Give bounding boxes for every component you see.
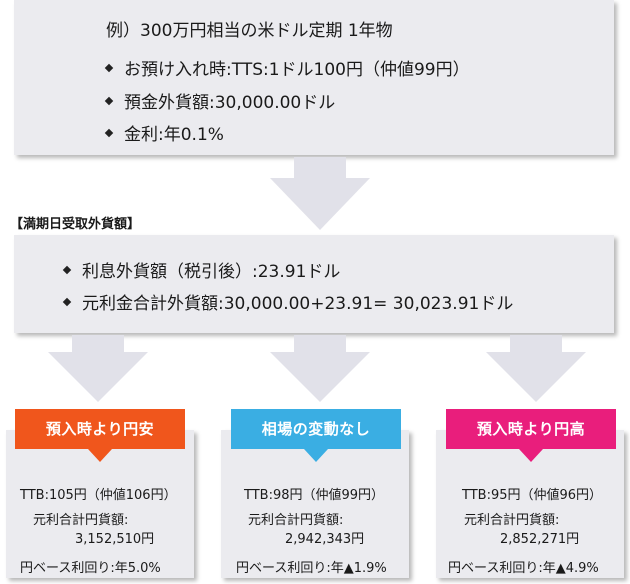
interest-amount-text: 利息外貨額（税引後）:23.91ドル [82,262,341,282]
down-arrow-left [72,335,124,353]
deposit-rate-item: お預け入れ時:TTS:1ドル100円（仲値99円） [104,55,470,80]
down-arrow-center [294,335,346,353]
yen-yield: 円ベース利回り:年▲1.9% [236,561,387,576]
total-yen-label: 元利合計円貨額: [33,513,129,528]
deposit-rate-text: お預け入れ時:TTS:1ドル100円（仲値99円） [124,60,470,80]
total-yen-label: 元利合計円貨額: [464,513,560,528]
section-label: 【満期日受取外貨額】 [10,217,141,232]
total-amount-item: 元利金合計外貨額:30,000.00+23.91= 30,023.91ドル [62,289,514,314]
scenario-tag-no-change: 相場の変動なし [231,409,401,449]
yen-yield: 円ベース利回り:年▲4.9% [448,561,599,576]
interest-amount-item: 利息外貨額（税引後）:23.91ドル [62,257,341,282]
bullet-diamond-icon [104,128,114,138]
total-yen-value: 3,152,510円 [75,532,155,547]
maturity-box: 利息外貨額（税引後）:23.91ドル 元利金合計外貨額:30,000.00+23… [14,235,614,333]
ttb-rate: TTB:95円（仲値96円） [462,488,603,503]
down-arrow-head-1 [270,178,370,230]
total-amount-text: 元利金合計外貨額:30,000.00+23.91= 30,023.91ドル [82,294,514,314]
bullet-diamond-icon [104,96,114,106]
interest-rate-text: 金利:年0.1% [124,125,224,145]
tag-pointer-no-change [304,449,328,462]
bullet-diamond-icon [62,265,72,275]
total-yen-label: 元利合計円貨額: [248,513,344,528]
ttb-rate: TTB:98円（仲値99円） [244,488,385,503]
down-arrow-head-right [486,352,586,402]
down-arrow-head-left [48,352,148,402]
bullet-diamond-icon [62,297,72,307]
top-example-box: 例）300万円相当の米ドル定期 1年物 お預け入れ時:TTS:1ドル100円（仲… [14,0,614,155]
scenario-tag-yen-strong: 預入時より円高 [446,409,616,449]
down-arrow-1 [294,157,346,179]
interest-rate-item: 金利:年0.1% [104,120,224,145]
scenario-tag-yen-weak: 預入時より円安 [15,409,185,449]
example-title: 例）300万円相当の米ドル定期 1年物 [106,21,393,41]
bullet-diamond-icon [104,63,114,73]
total-yen-value: 2,942,343円 [285,532,365,547]
total-yen-value: 2,852,271円 [500,532,580,547]
ttb-rate: TTB:105円（仲値106円） [20,488,177,503]
tag-pointer-yen-weak [88,449,112,462]
tag-pointer-yen-strong [519,449,543,462]
deposit-amount-item: 預金外貨額:30,000.00ドル [104,88,336,113]
deposit-amount-text: 預金外貨額:30,000.00ドル [124,93,336,113]
down-arrow-head-center [270,352,370,402]
down-arrow-right [510,335,562,353]
yen-yield: 円ベース利回り:年5.0% [20,561,161,576]
